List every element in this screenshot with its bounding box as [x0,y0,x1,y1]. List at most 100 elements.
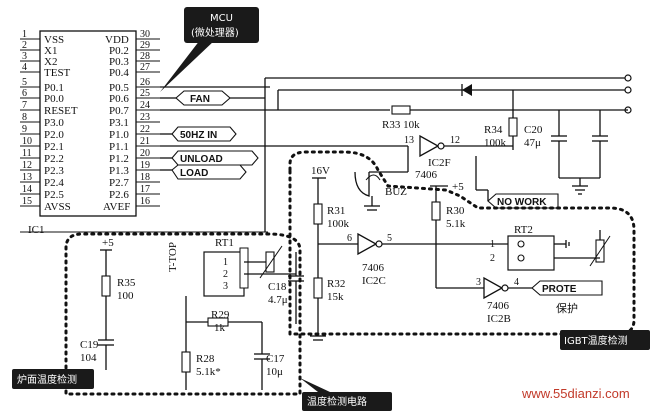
r32-label: R32 [327,278,345,290]
mcu-left-pin-names: VSS X1 X2 TEST P0.1 P0.0 RESET P3.0 P2.0… [44,34,78,213]
pin-number: 26 [140,77,150,88]
r30-label: R30 [446,205,465,217]
igbt-temp-outline [288,150,636,336]
ic2b-inverter [483,276,532,300]
r35-resistor [101,275,111,297]
ic2f-inverter [419,134,513,158]
pin-name: X2 [44,56,57,68]
ic2f-pin-13: 13 [404,135,414,146]
r30-resistor [431,201,441,221]
pin-number: 21 [140,136,150,147]
furnace-temp-outline [64,232,302,396]
pin-number: 22 [140,124,150,135]
prote-caption: 保护 [556,301,578,315]
igbt-temp-callout: IGBT温度检测 [560,330,650,350]
pin-name: P3.0 [44,117,64,129]
r29-label: R29 [211,309,230,321]
r32-value: 15k [327,291,344,303]
ic2b-part: 7406 [487,300,510,312]
terminal-top-1 [624,74,632,82]
pin-name: P0.2 [109,45,129,57]
fan-flag-label: FAN [190,94,210,105]
plus5-label-r35: +5 [102,237,114,249]
rt2-pin-1: 1 [490,239,495,250]
pin-name: AVEF [103,201,130,213]
rt1-pin-1: 1 [223,257,228,268]
rt2-pin-2: 2 [490,253,495,264]
r31-label: R31 [327,205,345,217]
c20-label: C20 [524,124,543,136]
no-work-signal-flag: NO WORK [475,156,559,209]
pin-name: P1.0 [109,129,129,141]
mcu-callout: MCU (微处理器) [160,7,259,92]
rt2-label: RT2 [514,224,533,236]
pin-number: 10 [22,136,32,147]
top-rail-wires [160,77,628,232]
pin-name: P2.4 [44,177,64,189]
pin-number: 6 [22,88,27,99]
pin-name: P1.3 [109,165,129,177]
pin-number: 8 [22,112,27,123]
pin-number: 3 [22,51,27,62]
pin-number: 17 [140,184,150,195]
ic2f-label: IC2F [428,157,451,169]
r28-resistor [181,351,191,373]
pin-number: 12 [22,160,32,171]
mcu-right-pin-names: VDD P0.2 P0.3 P0.4 P0.5 P0.6 P0.7 P3.1 P… [103,34,130,213]
pin-number: 15 [22,196,32,207]
c19-value: 104 [80,352,97,364]
r33-label: R33 10k [382,119,420,131]
ic2b-label: IC2B [487,313,511,325]
rt1-connector: 1 2 3 [203,245,296,297]
hz-in-flag-label: 50HZ IN [180,130,217,141]
pin-name: P2.0 [44,129,64,141]
rt1-label: RT1 [215,237,234,249]
prote-flag-label: PROTE [542,284,577,295]
igbt-temp-callout-label: IGBT温度检测 [564,334,628,347]
pin-number: 2 [22,40,27,51]
site-watermark: www.55dianzi.com [521,386,630,401]
r35-value: 100 [117,290,134,302]
rt1-pin-2: 2 [223,269,228,280]
r34-value: 100k [484,137,507,149]
c19-label: C19 [80,339,99,351]
c17-value: 10μ [266,366,283,378]
ic2c-pin-5: 5 [387,233,392,244]
pin-number: 9 [22,124,27,135]
pin-number: 20 [140,148,150,159]
pin-name: P2.5 [44,189,64,201]
r32-resistor [313,277,323,299]
pin-name: AVSS [44,201,71,213]
furnace-temp-callout: 炉面温度检测 [12,369,94,389]
r28-label: R28 [196,353,215,365]
buzzer-label: BUZ [385,186,407,198]
pin-number: 4 [22,62,27,73]
rt1-pin-3: 3 [223,281,228,292]
mcu-right-pins [136,38,160,207]
pin-number: 24 [140,100,150,111]
pin-name: P2.7 [109,177,129,189]
pin-name: P0.3 [109,56,129,68]
temp-sense-callout-label: 温度检测电路 [307,395,367,408]
r31-resistor [313,203,323,225]
pin-name: X1 [44,45,57,57]
pin-name: P0.6 [109,93,129,105]
r30-value: 5.1k [446,218,466,230]
ic2c-part: 7406 [362,262,385,274]
pin-number: 7 [22,100,27,111]
mcu-callout-subtitle: (微处理器) [191,26,239,39]
pin-name: P2.1 [44,141,64,153]
ic1-label: IC1 [28,224,45,236]
c20-capacitor [551,110,608,195]
prote-signal-flag: PROTE [531,280,603,296]
pin-number: 19 [140,160,150,171]
furnace-temp-callout-label: 炉面温度检测 [17,373,77,386]
pin-name: P0.5 [109,82,129,94]
pin-name: RESET [44,105,78,117]
rail-16v-label: 16V [311,165,330,177]
pin-name: P0.0 [44,93,64,105]
mcu-right-pin-numbers: 30 29 28 27 26 25 24 23 22 21 20 19 18 1… [140,29,150,207]
mcu-left-pins [20,38,40,207]
c18-value: 4.7μ [268,294,288,306]
